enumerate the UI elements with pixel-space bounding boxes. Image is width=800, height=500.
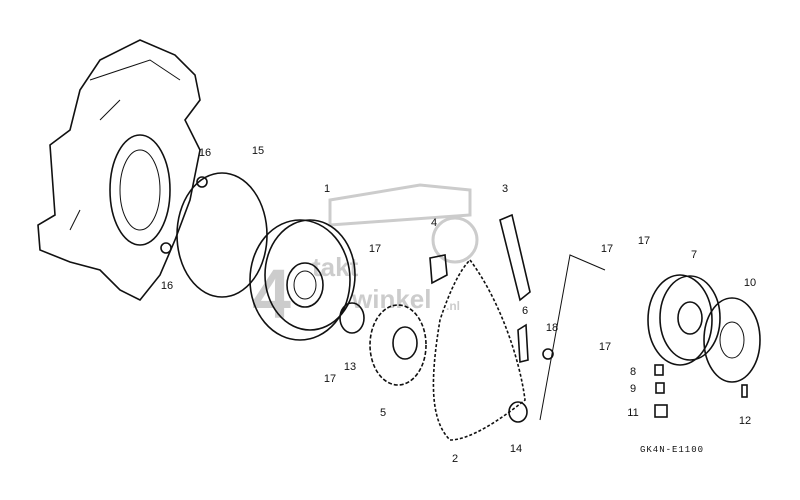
part-label: 16 <box>161 280 173 292</box>
watermark-line2: winkel <box>351 284 431 314</box>
tensioner-3 <box>499 213 531 302</box>
oil-pump-housing-1 <box>249 219 356 341</box>
plate-10 <box>703 297 761 383</box>
part-labels: 15 16 16 1 17 17 13 5 4 3 6 18 2 14 17 17 7 10 17 8 9 11 12 <box>161 145 756 465</box>
drawing-code: GK4N-E1100 <box>640 445 704 455</box>
valve-9 <box>655 382 665 394</box>
rotor-7 <box>647 274 721 366</box>
part-label: 17 <box>601 243 613 255</box>
sprocket-5 <box>369 304 427 386</box>
part-label: 16 <box>199 147 211 159</box>
part-label: 14 <box>510 443 522 455</box>
part-label: 15 <box>252 145 264 157</box>
part-label: 9 <box>630 383 636 395</box>
part-label: 7 <box>691 249 697 261</box>
part-label: 13 <box>344 361 356 373</box>
spring-8 <box>654 364 664 376</box>
part-label: 8 <box>630 366 636 378</box>
part-label: 18 <box>546 322 558 334</box>
collar-11 <box>654 404 668 418</box>
part-label: 17 <box>324 373 336 385</box>
chain-2 <box>432 258 526 441</box>
part-label: 4 <box>431 217 437 229</box>
watermark-line1: takt <box>312 252 359 282</box>
washer-16b <box>160 242 172 254</box>
crankcase <box>37 39 201 302</box>
part-label: 3 <box>502 183 508 195</box>
seal-14 <box>508 401 528 423</box>
part-label: 10 <box>744 277 756 289</box>
plate-6 <box>517 323 529 364</box>
part-label: 5 <box>380 407 386 419</box>
part-label: 12 <box>739 415 751 427</box>
oil-seal-13 <box>339 302 365 334</box>
watermark-suffix: .nl <box>446 299 460 313</box>
washer-16 <box>196 176 208 188</box>
pin-12 <box>741 384 748 398</box>
leader-line <box>539 254 606 421</box>
part-label: 17 <box>638 235 650 247</box>
part-label: 1 <box>324 183 330 195</box>
o-ring-15 <box>176 172 268 298</box>
guide-4 <box>429 254 448 285</box>
part-label: 17 <box>369 243 381 255</box>
part-label: 6 <box>522 305 528 317</box>
bolt-18 <box>542 348 554 360</box>
part-label: 17 <box>599 341 611 353</box>
part-label: 2 <box>452 453 458 465</box>
part-label: 11 <box>627 407 638 419</box>
